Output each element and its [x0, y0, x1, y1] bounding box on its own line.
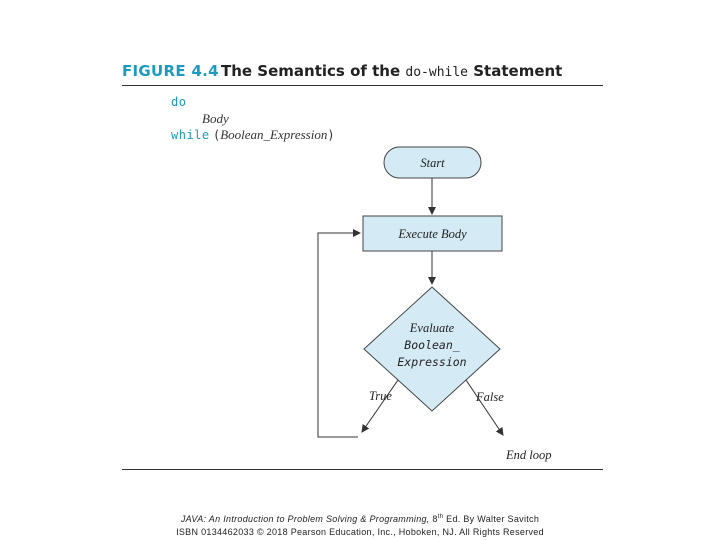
- figure-title: The Semantics of the do-while Statement: [221, 62, 562, 80]
- end-loop-label: End loop: [505, 448, 551, 462]
- footer-edition: 8: [432, 514, 438, 524]
- code-while-line: while (Boolean_Expression): [171, 127, 335, 143]
- evaluate-label-line3: Expression: [397, 355, 466, 369]
- code-while-keyword: while: [171, 128, 210, 142]
- evaluate-label-line2: Boolean_: [404, 338, 459, 352]
- top-rule: [122, 85, 603, 86]
- execute-body-node: [362, 215, 503, 252]
- figure-number: FIGURE 4.4: [122, 62, 219, 80]
- true-label: True: [369, 389, 392, 403]
- arrow-false-branch: [465, 379, 504, 436]
- footer-edition-sup: th: [437, 514, 444, 520]
- footer-line1: JAVA: An Introduction to Problem Solving…: [0, 514, 720, 524]
- code-body: Body: [202, 111, 229, 126]
- bottom-rule: [122, 469, 603, 470]
- figure-title-prefix: The Semantics of the: [221, 62, 401, 80]
- code-close-paren: ): [327, 128, 335, 142]
- code-open-paren: (: [212, 128, 221, 142]
- code-condition: Boolean_Expression: [220, 127, 328, 142]
- footer-line2: ISBN 0134462033 © 2018 Pearson Education…: [176, 527, 544, 537]
- footer-author: Ed. By Walter Savitch: [446, 514, 540, 524]
- evaluate-label-line1: Evaluate: [409, 321, 455, 335]
- code-body-line: Body: [202, 111, 229, 127]
- code-do-line: do: [171, 95, 186, 109]
- execute-body-label: Execute Body: [397, 227, 467, 241]
- code-do-keyword: do: [171, 95, 187, 109]
- arrow-true-branch: [361, 379, 399, 433]
- false-label: False: [475, 390, 504, 404]
- figure-title-code: do-while: [405, 65, 469, 80]
- figure-title-suffix: Statement: [473, 62, 563, 80]
- footer-book-title: JAVA: An Introduction to Problem Solving…: [180, 514, 430, 524]
- figure-header: FIGURE 4.4 The Semantics of the do-while…: [122, 62, 602, 86]
- start-label: Start: [420, 156, 445, 170]
- loop-back-line: [317, 229, 361, 438]
